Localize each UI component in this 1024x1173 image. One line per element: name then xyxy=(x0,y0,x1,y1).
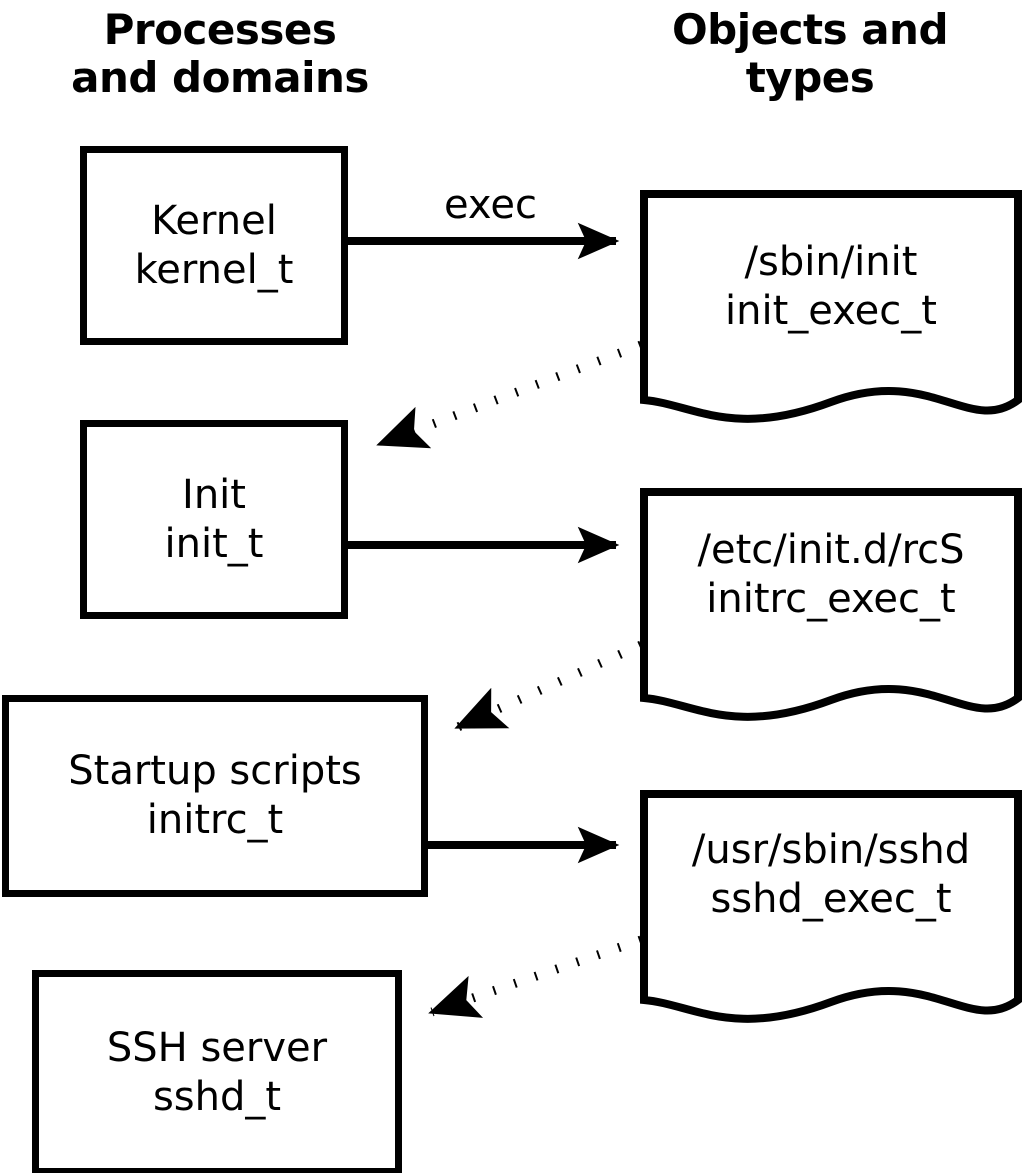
object-node-initrc-exec[interactable]: /etc/init.d/rcS initrc_exec_t xyxy=(640,488,1022,728)
process-node-ssh-server-name: SSH server xyxy=(106,1024,328,1071)
process-node-kernel-name: Kernel xyxy=(151,197,277,244)
column-header-processes-line1: Processes xyxy=(103,5,337,54)
process-node-startup-scripts-name: Startup scripts xyxy=(68,748,362,795)
process-node-kernel-type: kernel_t xyxy=(134,246,294,293)
edge-initrc-exec-to-initrc xyxy=(454,640,643,732)
process-node-startup-scripts-type: initrc_t xyxy=(146,797,284,843)
document-shape-icon xyxy=(640,790,1022,1023)
object-node-init-exec-path: /sbin/init xyxy=(744,239,918,285)
object-node-sshd-exec-type: sshd_exec_t xyxy=(710,876,952,922)
process-node-init[interactable]: Init init_t xyxy=(80,420,348,619)
document-shape-icon xyxy=(640,190,1022,423)
object-node-sshd-exec-path: /usr/sbin/sshd xyxy=(691,827,971,873)
column-header-processes: Processes and domains xyxy=(10,5,430,103)
object-node-sshd-exec[interactable]: /usr/sbin/sshd sshd_exec_t xyxy=(640,790,1022,1030)
object-node-init-exec[interactable]: /sbin/init init_exec_t xyxy=(640,190,1022,430)
edge-label-exec: exec xyxy=(444,182,537,228)
column-header-processes-line2: and domains xyxy=(71,53,369,103)
object-node-init-exec-type: init_exec_t xyxy=(725,288,937,334)
object-node-initrc-exec-path: /etc/init.d/rcS xyxy=(697,527,965,573)
object-node-initrc-exec-type: initrc_exec_t xyxy=(706,576,956,622)
edge-sshd-exec-to-sshd xyxy=(428,935,643,1018)
column-header-objects-line2: types xyxy=(745,53,875,103)
process-node-kernel[interactable]: Kernel kernel_t xyxy=(80,146,348,345)
column-header-objects-line1: Objects and xyxy=(671,5,949,54)
process-node-ssh-server-type: sshd_t xyxy=(152,1073,282,1120)
process-node-init-type: init_t xyxy=(164,520,264,567)
edge-init-exec-to-init xyxy=(376,340,643,449)
process-node-init-name: Init xyxy=(182,471,246,518)
column-header-objects: Objects and types xyxy=(600,5,1020,103)
process-node-ssh-server[interactable]: SSH server sshd_t xyxy=(32,970,402,1173)
process-node-startup-scripts[interactable]: Startup scripts initrc_t xyxy=(2,695,428,897)
document-shape-icon xyxy=(640,488,1022,721)
